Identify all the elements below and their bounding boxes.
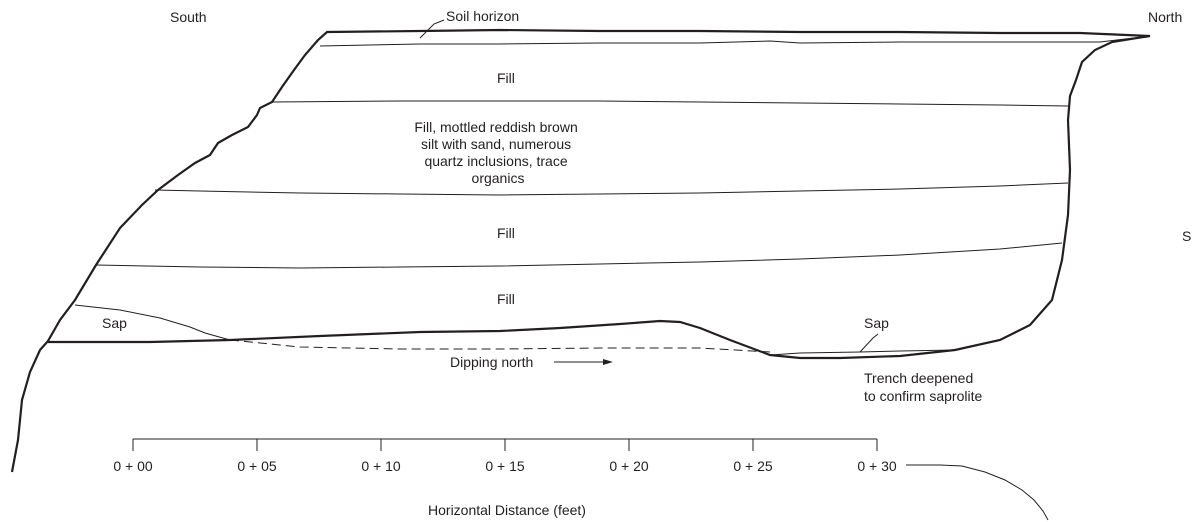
- contact-fill-2: [95, 242, 1063, 269]
- label-s-cut: S: [1182, 228, 1191, 244]
- sap-right-leader: [859, 333, 879, 353]
- label-trench-note: Trench deepened to confirm saprolite: [864, 370, 982, 404]
- label-fill-mottled: Fill, mottled reddish brown silt with sa…: [414, 119, 581, 186]
- label-south: South: [170, 9, 207, 25]
- dipping-north-contact: [229, 339, 771, 353]
- contact-sap-left: [74, 304, 231, 341]
- scale-tick-label: 0 + 15: [485, 458, 525, 474]
- label-fill-mottled-line: silt with sand, numerous: [421, 136, 571, 152]
- contact-fill-1: [271, 100, 1069, 107]
- label-trench-note-line: Trench deepened: [864, 370, 973, 386]
- contact-soil-horizon: [319, 35, 1151, 47]
- label-sap-right: Sap: [864, 315, 889, 331]
- scale-tick-label: 0 + 10: [361, 458, 401, 474]
- label-fill-3: Fill: [497, 291, 515, 307]
- scale-tick-label: 0 + 00: [113, 458, 153, 474]
- scale-tick-label: 0 + 05: [237, 458, 277, 474]
- scale-axis-label: Horizontal Distance (feet): [428, 502, 586, 518]
- scale-tick-label: 0 + 25: [733, 458, 773, 474]
- soil-horizon-leader: [419, 19, 445, 39]
- label-sap-left: Sap: [102, 315, 127, 331]
- label-fill-1: Fill: [497, 70, 515, 86]
- label-north: North: [1148, 9, 1182, 25]
- label-soil-horizon: Soil horizon: [446, 8, 519, 24]
- scale-tick-label: 0 + 30: [857, 458, 897, 474]
- ground-surface-continuation: [906, 464, 1049, 521]
- label-fill-mottled-line: Fill, mottled reddish brown: [414, 119, 577, 135]
- label-trench-note-line: to confirm saprolite: [864, 388, 982, 404]
- label-fill-mottled-line: quartz inclusions, trace: [424, 153, 567, 169]
- distance-scale: 0 + 00 0 + 05 0 + 10 0 + 15 0 + 20 0 + 2…: [113, 438, 897, 518]
- label-dipping-north: Dipping north: [450, 354, 533, 370]
- label-fill-mottled-line: organics: [472, 170, 525, 186]
- trench-profile-outline: [10, 28, 1151, 473]
- label-fill-2: Fill: [497, 225, 515, 241]
- contact-fill-mottled: [154, 182, 1069, 196]
- dipping-arrowhead: [603, 359, 613, 365]
- scale-tick-label: 0 + 20: [609, 458, 649, 474]
